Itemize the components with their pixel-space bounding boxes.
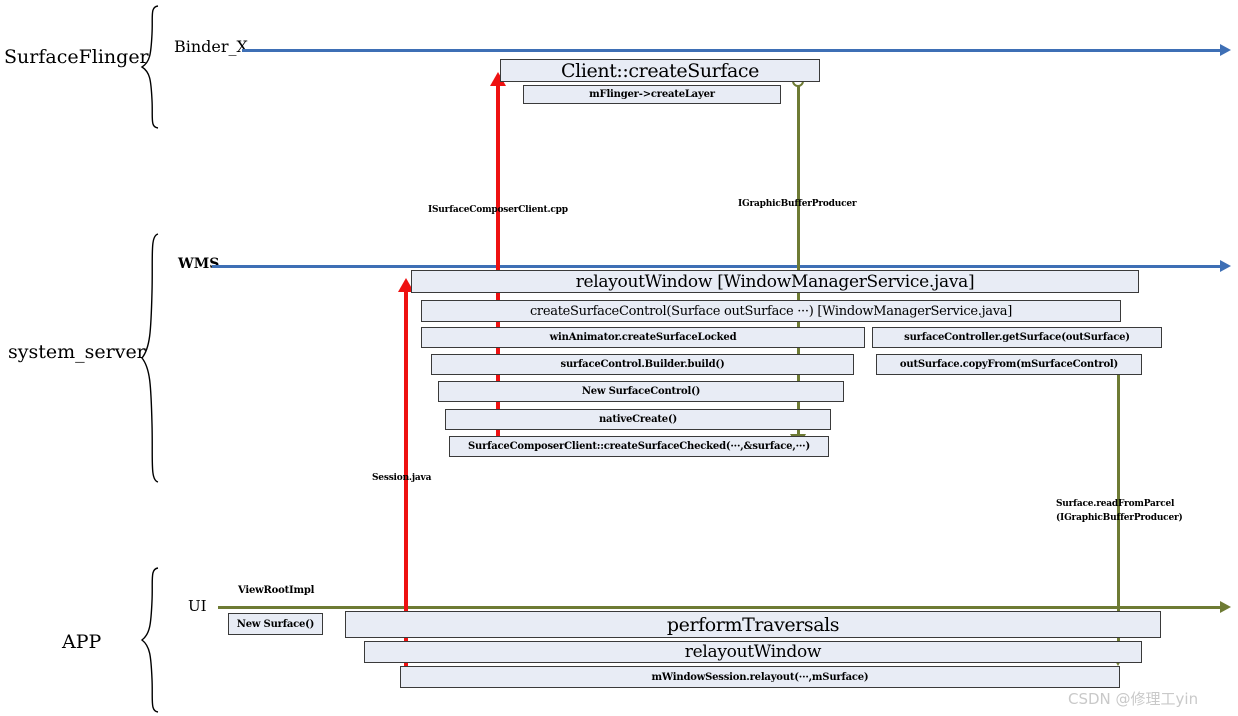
- box-winanimator-createsurfacelocked-label: winAnimator.createSurfaceLocked: [549, 332, 737, 343]
- box-relayoutwindow-app-label: relayoutWindow: [684, 642, 822, 662]
- box-performtraversals-label: performTraversals: [666, 613, 840, 636]
- box-new-surface[interactable]: New Surface(): [228, 613, 323, 635]
- brace-app: [140, 567, 159, 713]
- box-nativecreate-label: nativeCreate(): [598, 414, 678, 425]
- box-mwindowsession-relayout-label: mWindowSession.relayout(···,mSurface): [651, 671, 869, 683]
- box-client-createsurface-label: Client::createSurface: [561, 59, 759, 82]
- box-surfacecontrol-builder-build[interactable]: surfaceControl.Builder.build(): [431, 354, 854, 375]
- lifeline-wms-arrowhead: [1220, 260, 1231, 272]
- annotation-isurfacecomposerclient-cpp: ISurfaceComposerClient.cpp: [428, 205, 568, 215]
- csdn-watermark: CSDN @修理工yin: [1068, 690, 1199, 708]
- lane-label-wms: WMS: [178, 256, 220, 272]
- message-arrow-wms-to-sf-line: [496, 86, 500, 441]
- annotation-viewrootimpl: ViewRootImpl: [238, 585, 315, 596]
- box-client-createsurface[interactable]: Client::createSurface: [500, 59, 820, 82]
- box-surfacecontroller-getsurface[interactable]: surfaceController.getSurface(outSurface): [872, 327, 1162, 348]
- process-label-system-server: system_server: [8, 341, 146, 363]
- lifeline-ui: [218, 606, 1222, 609]
- box-surfacecomposerclient-createsurfacechecked[interactable]: SurfaceComposerClient::createSurfaceChec…: [449, 436, 829, 457]
- box-mflinger-createlayer[interactable]: mFlinger->createLayer: [523, 85, 781, 104]
- lifeline-binder-x-arrowhead: [1220, 44, 1231, 56]
- box-new-surfacecontrol[interactable]: New SurfaceControl(): [438, 381, 844, 402]
- box-surfacecontrol-builder-build-label: surfaceControl.Builder.build(): [560, 359, 725, 370]
- message-arrow-app-to-wms-line: [404, 290, 408, 672]
- lifeline-ui-arrowhead: [1220, 601, 1231, 613]
- process-label-surfaceflinger: SurfaceFlinger: [4, 46, 149, 68]
- box-surfacecontroller-getsurface-label: surfaceController.getSurface(outSurface): [904, 332, 1130, 343]
- box-relayoutwindow-app[interactable]: relayoutWindow: [364, 641, 1142, 663]
- box-performtraversals[interactable]: performTraversals: [345, 611, 1161, 638]
- lifeline-binder-x: [242, 49, 1222, 52]
- message-arrow-app-to-wms-head: [398, 278, 414, 292]
- box-new-surface-label: New Surface(): [236, 618, 315, 630]
- box-outsurface-copyfrom-label: outSurface.copyFrom(mSurfaceControl): [899, 359, 1119, 370]
- box-createsurfacecontrol[interactable]: createSurfaceControl(Surface outSurface …: [421, 300, 1121, 322]
- box-winanimator-createsurfacelocked[interactable]: winAnimator.createSurfaceLocked: [421, 327, 865, 348]
- box-new-surfacecontrol-label: New SurfaceControl(): [581, 386, 701, 397]
- box-surfacecomposerclient-createsurfacechecked-label: SurfaceComposerClient::createSurfaceChec…: [468, 441, 810, 452]
- box-mflinger-createlayer-label: mFlinger->createLayer: [589, 89, 715, 100]
- box-mwindowsession-relayout[interactable]: mWindowSession.relayout(···,mSurface): [400, 666, 1120, 688]
- annotation-session-java: Session.java: [372, 473, 432, 483]
- lifeline-wms: [212, 265, 1222, 268]
- box-relayoutwindow-wms-label: relayoutWindow [WindowManagerService.jav…: [575, 271, 975, 292]
- return-arrow-wms-to-app-line: [1117, 372, 1120, 654]
- box-relayoutwindow-wms[interactable]: relayoutWindow [WindowManagerService.jav…: [411, 270, 1139, 293]
- annotation-surface-readfromparcel: Surface.readFromParcel: [1056, 499, 1175, 509]
- return-arrow-sf-to-wms-line: [797, 84, 800, 436]
- box-nativecreate[interactable]: nativeCreate(): [445, 409, 831, 430]
- process-label-app: APP: [62, 631, 102, 653]
- box-outsurface-copyfrom[interactable]: outSurface.copyFrom(mSurfaceControl): [876, 354, 1142, 375]
- annotation-igraphicbufferproducer: IGraphicBufferProducer: [738, 199, 857, 209]
- lane-label-ui: UI: [188, 597, 207, 615]
- annotation-igraphicbufferproducer-paren: (IGraphicBufferProducer): [1056, 513, 1183, 523]
- box-createsurfacecontrol-label: createSurfaceControl(Surface outSurface …: [529, 303, 1013, 319]
- lane-label-binder-x: Binder_X: [174, 37, 248, 56]
